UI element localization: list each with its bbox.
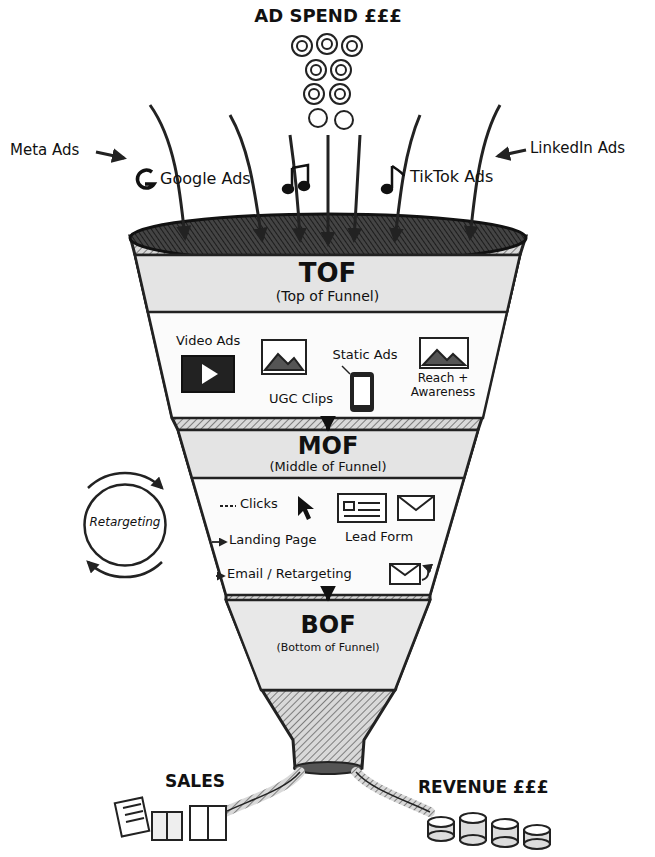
- stage-heading: Retargeting: [83, 516, 167, 529]
- mof-bullets: [212, 506, 236, 576]
- funnel-silhouette: [130, 236, 526, 690]
- google-logo: [137, 170, 154, 188]
- band-dividers: [148, 312, 507, 478]
- band-body: [226, 600, 430, 690]
- text-label: Meta Ads: [10, 142, 100, 159]
- phone-icon: [342, 366, 374, 412]
- tiktok-music-notes: [283, 165, 404, 193]
- envelope-icon: [390, 496, 434, 584]
- text-label: LinkedIn Ads: [530, 140, 652, 157]
- spout-opening: [294, 762, 362, 774]
- funnel-stage-band: TOF(Top of Funnel): [135, 255, 520, 418]
- band-body: [135, 255, 520, 418]
- text-label: SALES: [150, 772, 240, 792]
- funnel-spout: [262, 690, 395, 768]
- stage-heading: TOF: [135, 259, 520, 288]
- funnel-stage-band: MOF(Middle of Funnel): [178, 430, 478, 595]
- stage-subtitle: (Top of Funnel): [135, 289, 520, 304]
- text-label: AD SPEND £££: [218, 6, 438, 27]
- stage-subtitle: (Middle of Funnel): [178, 460, 478, 474]
- stage-heading: MOF: [178, 433, 478, 459]
- retargeting-loop-arrows: [88, 473, 162, 577]
- text-label: TikTok Ads: [410, 168, 520, 186]
- lead-form-icon: [338, 494, 386, 522]
- band-header: [135, 255, 520, 312]
- stage-arrow: [326, 418, 330, 430]
- text-label: Google Ads: [160, 170, 275, 188]
- stage-heading: BOF: [226, 612, 430, 638]
- band-header: [178, 430, 478, 478]
- text-label: REVENUE £££: [418, 778, 568, 798]
- output-stream-edges: [225, 772, 430, 812]
- funnel-stage-band: BOF (Bottom of Funnel): [226, 600, 430, 690]
- band-body: [178, 430, 478, 595]
- stage-arrow: [326, 595, 330, 600]
- revenue-coins: [428, 813, 550, 849]
- cursor-icon: [298, 496, 314, 520]
- sales-icons: [115, 797, 226, 840]
- loop-circle: Retargeting: [83, 483, 167, 567]
- video-ad-icon: [182, 356, 234, 392]
- output-streams: [225, 772, 430, 812]
- coin-pile: [292, 34, 362, 129]
- spend-arrows: [96, 105, 526, 244]
- stage-subtitle: (Bottom of Funnel): [226, 642, 430, 654]
- ugc-image-icon: [262, 340, 306, 374]
- static-image-icon: [420, 338, 468, 368]
